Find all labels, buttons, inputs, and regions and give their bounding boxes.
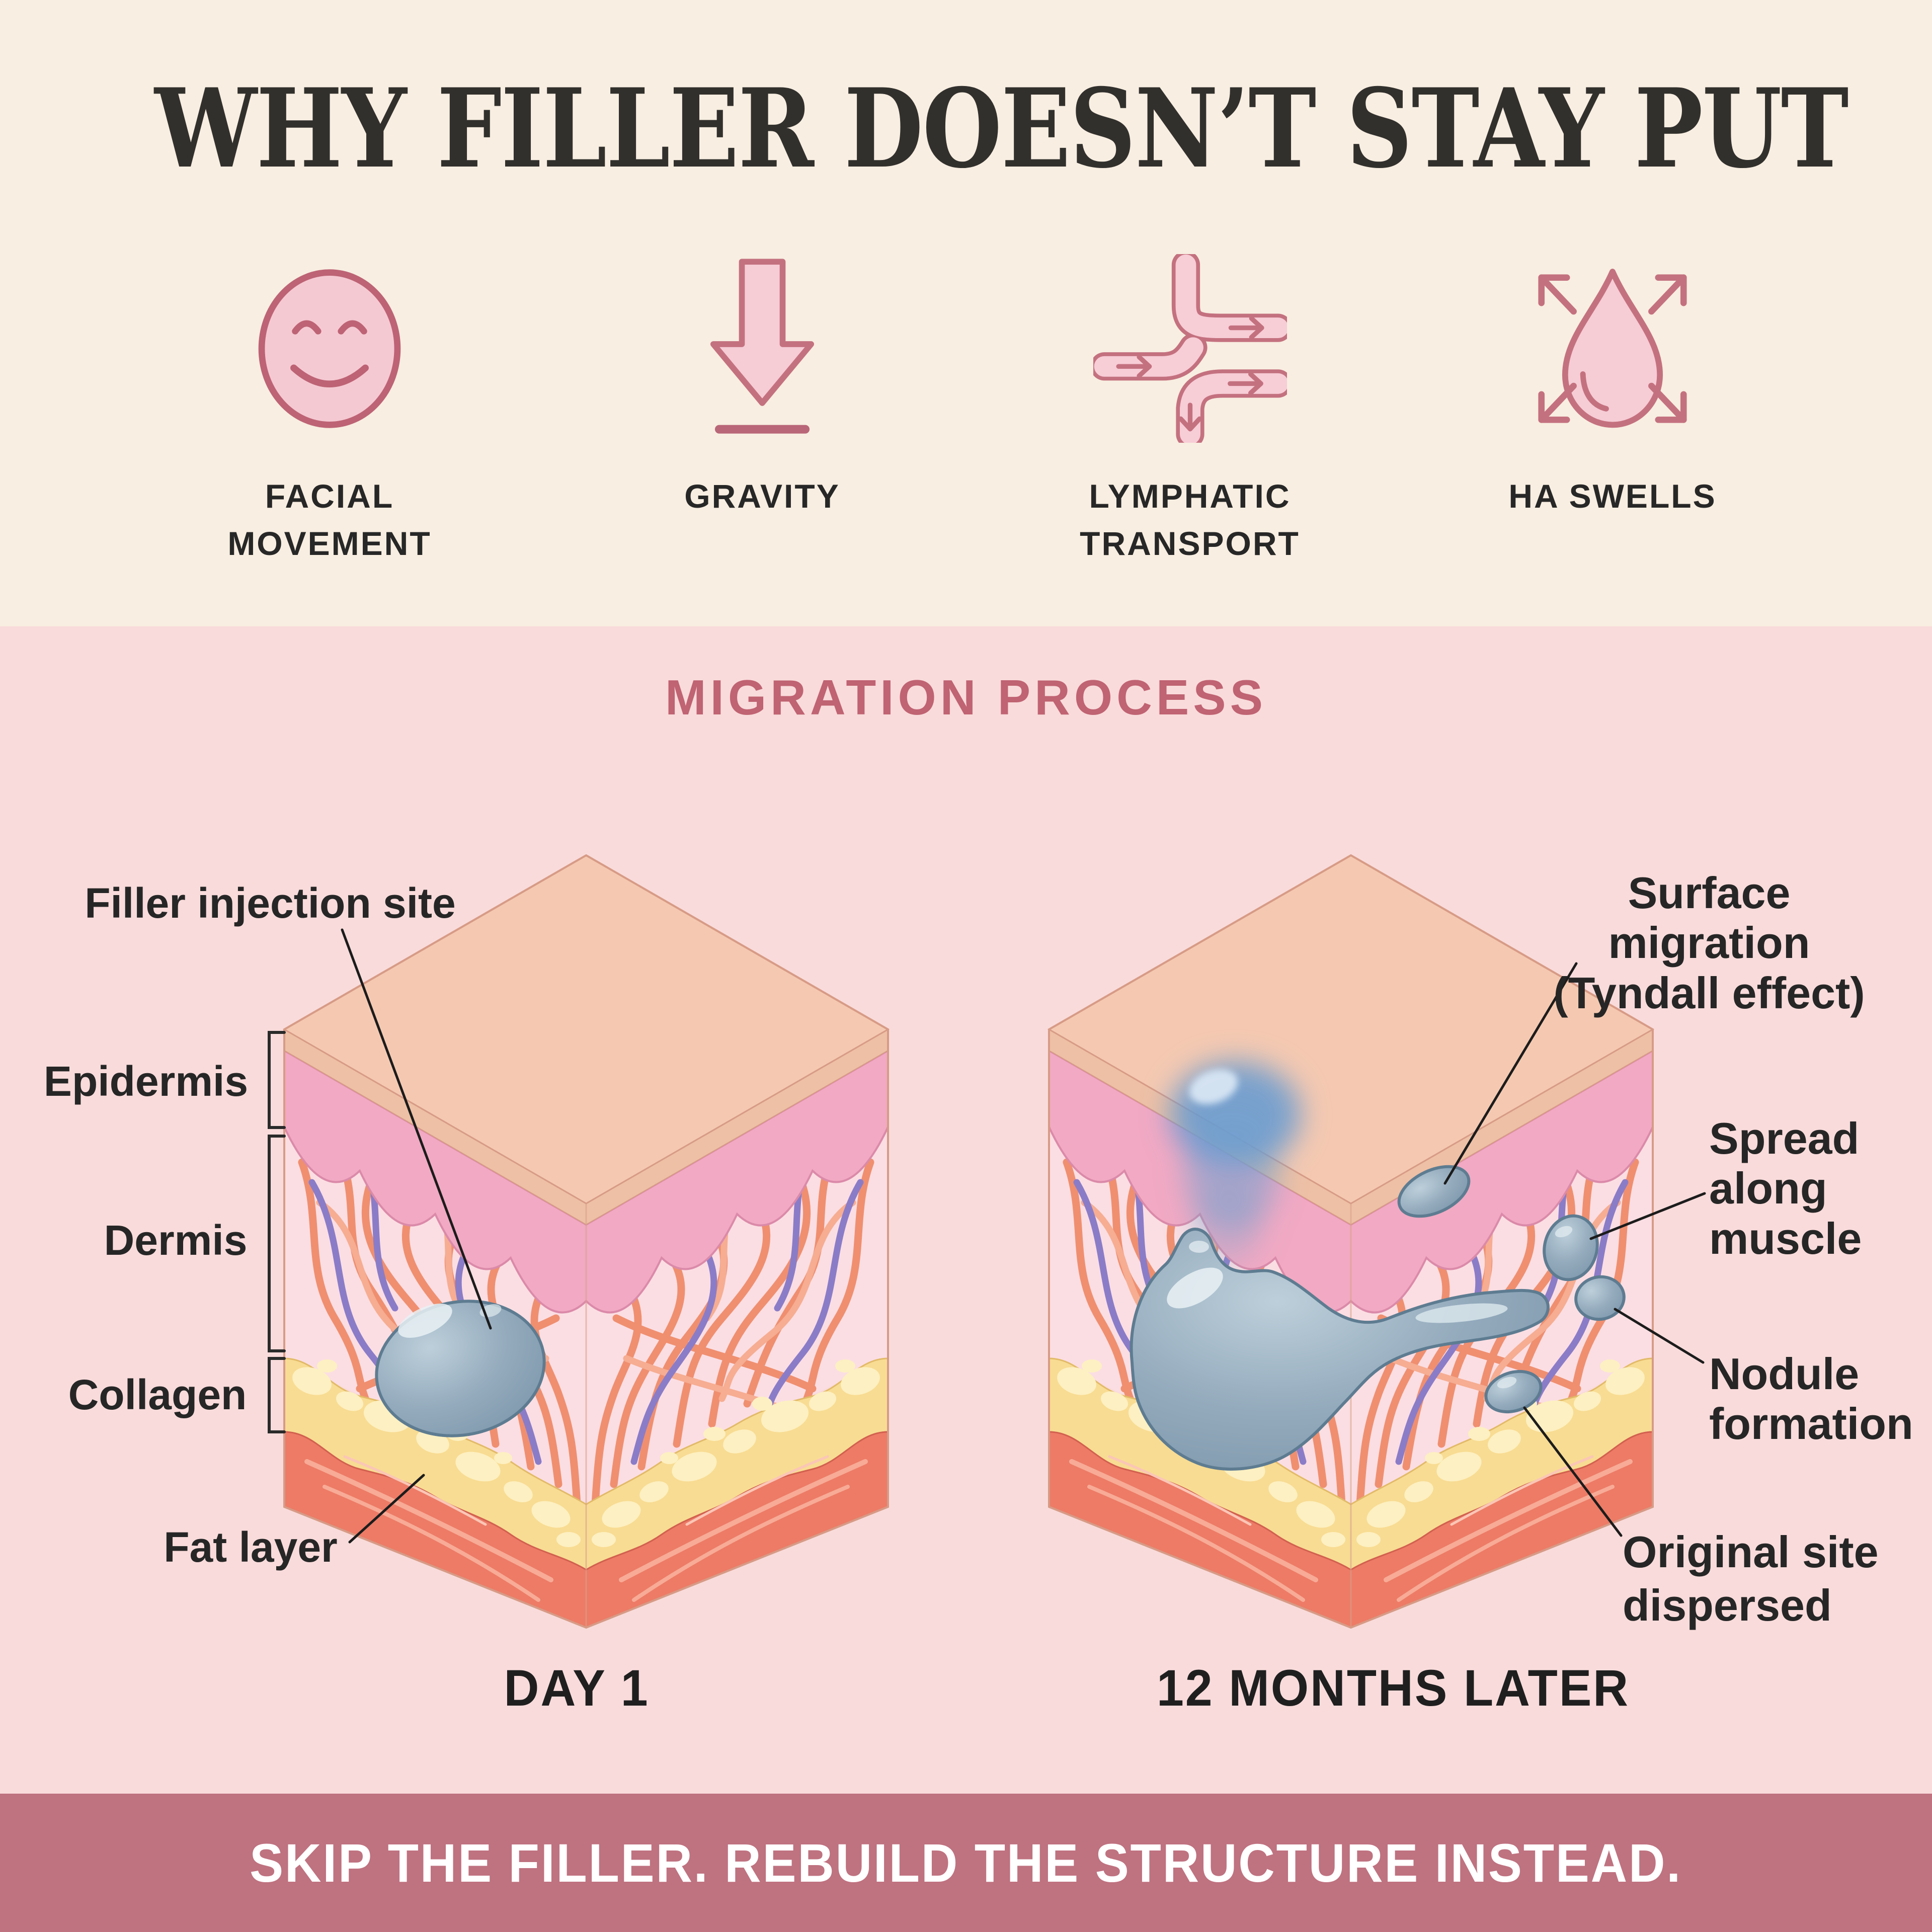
label-original-site-dispersed: Original site dispersed — [1623, 1527, 1879, 1630]
formed-nodule — [1574, 1275, 1626, 1321]
footer-banner: SKIP THE FILLER. REBUILD THE STRUCTURE I… — [0, 1794, 1932, 1932]
skin-cross-section-diagram — [268, 626, 1706, 1794]
migrated-filler — [1130, 1165, 1626, 1471]
droplet-expand-icon — [1517, 236, 1708, 460]
caption-day-1: DAY 1 — [504, 1659, 650, 1717]
spread-filler-blob — [1130, 1228, 1550, 1471]
filler-gloss — [1167, 1226, 1573, 1389]
factor-facial-movement: FACIAL MOVEMENT — [169, 236, 491, 567]
section-heading: MIGRATION PROCESS — [665, 670, 1267, 725]
filler-blob — [375, 1300, 546, 1437]
smiley-face-icon — [252, 236, 408, 460]
surface-nodule — [1397, 1165, 1471, 1218]
factor-label: FACIAL MOVEMENT — [227, 477, 432, 562]
factor-gravity: GRAVITY — [601, 236, 923, 520]
factor-ha-swells: HA SWELLS — [1452, 236, 1774, 520]
branching-vessel-icon — [1093, 236, 1287, 460]
label-fat-layer: Fat layer — [164, 1523, 338, 1571]
page-title: WHY FILLER DOESN’T STAY PUT — [154, 64, 1848, 192]
factor-label: LYMPHATIC TRANSPORT — [1080, 477, 1300, 562]
label-filler-injection-site: Filler injection site — [85, 879, 456, 927]
layer-brackets — [268, 1031, 286, 1433]
leader-lines-right — [1443, 962, 1706, 1537]
skin-block-12-months — [1049, 855, 1706, 1628]
label-collagen: Collagen — [68, 1371, 247, 1418]
label-epidermis: Epidermis — [43, 1058, 249, 1105]
caption-12-months-later: 12 MONTHS LATER — [1156, 1659, 1630, 1717]
leader-lines-left — [341, 928, 492, 1544]
label-spread-along-muscle: Spread along muscle — [1709, 1113, 1862, 1263]
skin-block-day1 — [268, 855, 888, 1628]
factor-label: GRAVITY — [684, 477, 840, 515]
footer-tagline: SKIP THE FILLER. REBUILD THE STRUCTURE I… — [250, 1832, 1682, 1893]
label-surface-migration: Surface migration (Tyndall effect) — [1553, 868, 1865, 1018]
factor-label: HA SWELLS — [1508, 477, 1717, 515]
gravity-arrow-icon — [694, 236, 830, 460]
factor-lymphatic-transport: LYMPHATIC TRANSPORT — [1029, 236, 1351, 567]
label-dermis: Dermis — [104, 1217, 248, 1264]
label-nodule-formation: Nodule formation — [1709, 1349, 1913, 1449]
